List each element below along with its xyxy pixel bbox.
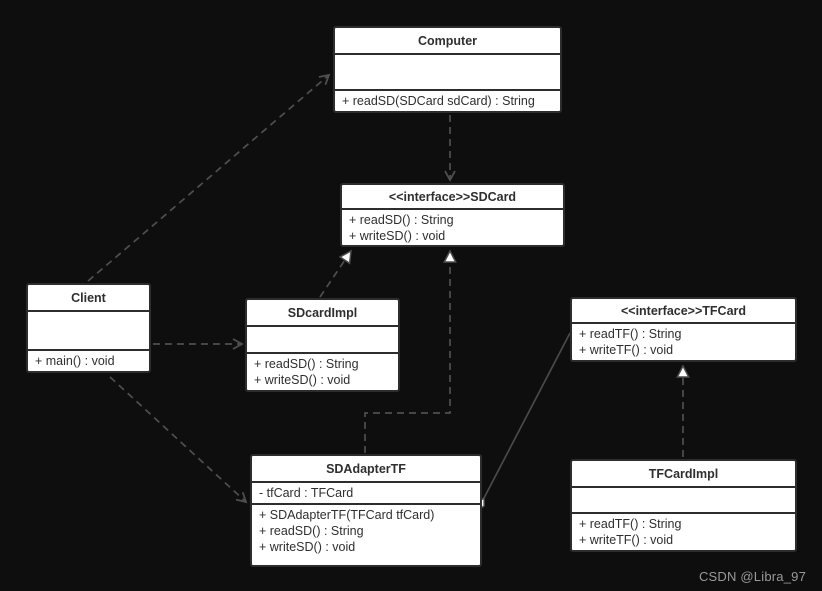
interface-tfcard: <<interface>>TFCard + readTF() : String … (570, 297, 797, 362)
class-client-methods: + main() : void (28, 349, 149, 371)
method-text: + writeSD() : void (254, 373, 351, 387)
connection-sdcardimpl-sdcard-realization (319, 249, 352, 298)
method-text: + writeSD() : void (259, 540, 356, 554)
method-text: + writeTF() : void (579, 343, 674, 357)
class-sdcardimpl-methods: + readSD() : String + writeSD() : void (247, 352, 398, 390)
method-text: + readSD() : String (349, 213, 454, 227)
connection-client-computer-dependency (87, 73, 331, 282)
class-client-name: Client (71, 290, 106, 305)
class-client-attributes-empty (28, 310, 149, 349)
class-sdadaptertf-name: SDAdapterTF (326, 461, 406, 476)
class-sdadaptertf-attributes: - tfCard : TFCard (252, 481, 480, 503)
method-text: + readTF() : String (579, 327, 682, 341)
interface-sdcard: <<interface>>SDCard + readSD() : String … (340, 183, 565, 247)
connection-sdadaptertf-tfcard-aggregation (476, 332, 571, 512)
method-text: + SDAdapterTF(TFCard tfCard) (259, 508, 435, 522)
method-text: + readTF() : String (579, 517, 682, 531)
class-computer-attributes-empty (335, 53, 560, 89)
class-computer-methods: + readSD(SDCard sdCard) : String (335, 89, 560, 111)
csdn-watermark: CSDN @Libra_97 (698, 569, 806, 584)
class-computer: Computer + readSD(SDCard sdCard) : Strin… (333, 26, 562, 113)
method-text: + main() : void (35, 354, 115, 368)
method-text: + readSD() : String (259, 524, 364, 538)
method-text: + readSD() : String (254, 357, 359, 371)
class-tfcardimpl-attributes-empty (572, 486, 795, 512)
method-text: + readSD(SDCard sdCard) : String (342, 94, 535, 108)
attribute-text: - tfCard : TFCard (259, 486, 354, 500)
class-client: Client + main() : void (26, 283, 151, 373)
method-text: + writeSD() : void (349, 229, 446, 243)
class-sdadaptertf-methods: + SDAdapterTF(TFCard tfCard) + readSD() … (252, 503, 480, 565)
class-sdadaptertf: SDAdapterTF - tfCard : TFCard + SDAdapte… (250, 454, 482, 567)
class-sdcardimpl-attributes-empty (247, 325, 398, 352)
interface-sdcard-methods: + readSD() : String + writeSD() : void (342, 208, 563, 246)
class-computer-name: Computer (417, 33, 478, 48)
class-tfcardimpl-methods: + readTF() : String + writeTF() : void (572, 512, 795, 550)
method-text: + writeTF() : void (579, 533, 674, 547)
class-tfcardimpl: TFCardImpl + readTF() : String + writeTF… (570, 459, 797, 552)
class-sdcardimpl-name: SDcardImpl (287, 305, 358, 320)
class-sdcardimpl: SDcardImpl + readSD() : String + writeSD… (245, 298, 400, 392)
interface-tfcard-methods: + readTF() : String + writeTF() : void (572, 322, 795, 360)
connection-client-sdadaptertf-dependency (109, 376, 248, 504)
interface-sdcard-name: <<interface>>SDCard (388, 189, 517, 204)
class-tfcardimpl-name: TFCardImpl (648, 466, 719, 481)
connection-sdadaptertf-sdcard-realization (364, 249, 457, 453)
interface-tfcard-name: <<interface>>TFCard (620, 303, 747, 318)
